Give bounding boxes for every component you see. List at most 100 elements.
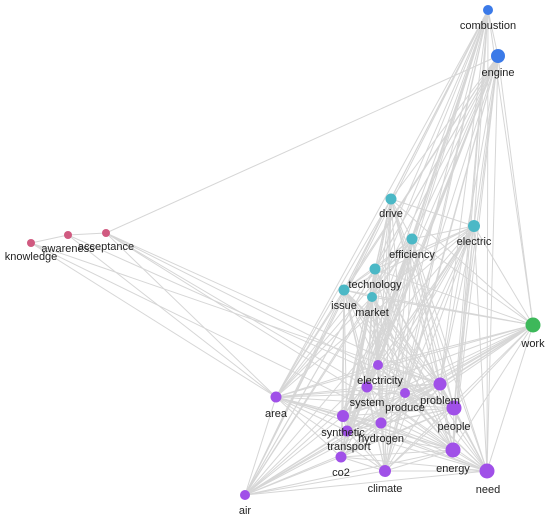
edge-climate-air <box>244 470 386 496</box>
edge-acceptance-people <box>105 232 455 409</box>
edge-hydrogen-air <box>244 422 382 496</box>
edge-awareness-area <box>67 234 277 398</box>
edge-co2-climate <box>340 456 386 472</box>
node-label-produce: produce <box>385 402 425 414</box>
node-label-combustion: combustion <box>460 20 516 32</box>
edge-combustion-synthetic <box>342 9 489 417</box>
node-issue[interactable] <box>338 284 350 296</box>
edge-work-electric <box>473 225 534 326</box>
edge-combustion-market <box>371 9 489 298</box>
edge-work-people <box>453 324 534 409</box>
edge-drive-area <box>275 198 392 398</box>
node-label-electricity: electricity <box>357 375 403 387</box>
edge-issue-produce <box>343 289 406 394</box>
edge-acceptance-energy <box>105 232 454 451</box>
edge-acceptance-engine <box>105 55 499 234</box>
node-people[interactable] <box>446 400 462 416</box>
edge-electric-climate <box>384 225 475 472</box>
edge-work-system <box>366 324 534 388</box>
node-co2[interactable] <box>335 451 347 463</box>
node-need[interactable] <box>479 463 495 479</box>
edge-transport-need <box>346 430 488 472</box>
edge-awareness-acceptance <box>67 232 107 236</box>
edge-technology-area <box>275 268 376 398</box>
node-synthetic[interactable] <box>337 410 349 422</box>
node-transport[interactable] <box>341 425 353 437</box>
node-efficiency[interactable] <box>406 233 418 245</box>
edge-co2-need <box>340 456 488 472</box>
edge-work-drive <box>390 198 534 326</box>
edges-layer <box>30 9 534 496</box>
node-drive[interactable] <box>385 193 397 205</box>
edge-work-market <box>371 296 534 326</box>
edge-transport-energy <box>346 430 454 451</box>
edge-area-transport <box>275 396 348 432</box>
edge-work-climate <box>384 324 534 472</box>
edge-electric-need <box>473 225 488 472</box>
node-energy[interactable] <box>445 442 461 458</box>
nodes-layer <box>27 5 541 500</box>
edge-hydrogen-co2 <box>340 422 382 458</box>
edge-drive-system <box>366 198 392 388</box>
edge-synthetic-air <box>244 415 344 496</box>
edge-energy-air <box>244 449 454 496</box>
edge-produce-need <box>404 392 488 472</box>
node-label-electric: electric <box>457 236 492 248</box>
edge-engine-energy <box>452 55 499 451</box>
node-air[interactable] <box>240 490 250 500</box>
node-label-issue: issue <box>331 300 357 312</box>
edge-work-technology <box>374 268 534 326</box>
node-climate[interactable] <box>379 465 391 477</box>
node-work[interactable] <box>525 317 541 333</box>
edge-engine-work <box>497 55 534 326</box>
edge-transport-hydrogen <box>346 422 382 432</box>
node-produce[interactable] <box>400 388 410 398</box>
labels-layer: combustionengineknowledgeawarenessaccept… <box>5 20 545 517</box>
edge-engine-synthetic <box>342 55 499 417</box>
edge-need-air <box>244 470 488 496</box>
edge-combustion-need <box>486 9 489 472</box>
node-label-awareness: awareness <box>41 243 95 255</box>
node-awareness[interactable] <box>64 231 72 239</box>
node-engine[interactable] <box>491 49 505 63</box>
node-system[interactable] <box>361 381 373 393</box>
node-label-acceptance: acceptance <box>78 241 134 253</box>
edge-knowledge-area <box>30 242 277 398</box>
node-problem[interactable] <box>433 377 447 391</box>
edge-drive-electric <box>390 198 475 227</box>
edge-combustion-technology <box>374 9 489 270</box>
node-electricity[interactable] <box>373 360 383 370</box>
edge-efficiency-energy <box>411 238 454 451</box>
node-area[interactable] <box>270 391 282 403</box>
node-market[interactable] <box>367 292 377 302</box>
edge-work-electricity <box>377 324 534 366</box>
node-technology[interactable] <box>369 263 381 275</box>
edge-issue-air <box>244 289 345 496</box>
node-combustion[interactable] <box>483 5 493 15</box>
edge-combustion-air <box>244 9 489 496</box>
edge-knowledge-awareness <box>30 234 69 244</box>
edge-combustion-area <box>275 9 489 398</box>
edge-synthetic-climate <box>342 415 386 472</box>
node-label-hydrogen: hydrogen <box>358 433 404 445</box>
node-label-area: area <box>265 408 288 420</box>
edge-work-hydrogen <box>380 324 534 424</box>
edge-market-produce <box>371 296 406 394</box>
node-knowledge[interactable] <box>27 239 35 247</box>
edge-work-efficiency <box>411 238 534 326</box>
edge-engine-transport <box>346 55 499 432</box>
node-label-work: work <box>520 338 545 350</box>
node-electric[interactable] <box>468 220 480 232</box>
node-acceptance[interactable] <box>102 229 110 237</box>
edge-hydrogen-need <box>380 422 488 472</box>
edge-knowledge-energy <box>30 242 454 451</box>
edge-market-synthetic <box>342 296 373 417</box>
edge-combustion-problem <box>439 9 489 385</box>
edge-engine-problem <box>439 55 499 385</box>
edge-market-area <box>275 296 373 398</box>
node-hydrogen[interactable] <box>375 417 387 429</box>
node-label-need: need <box>476 484 500 496</box>
edge-work-produce <box>404 324 534 394</box>
